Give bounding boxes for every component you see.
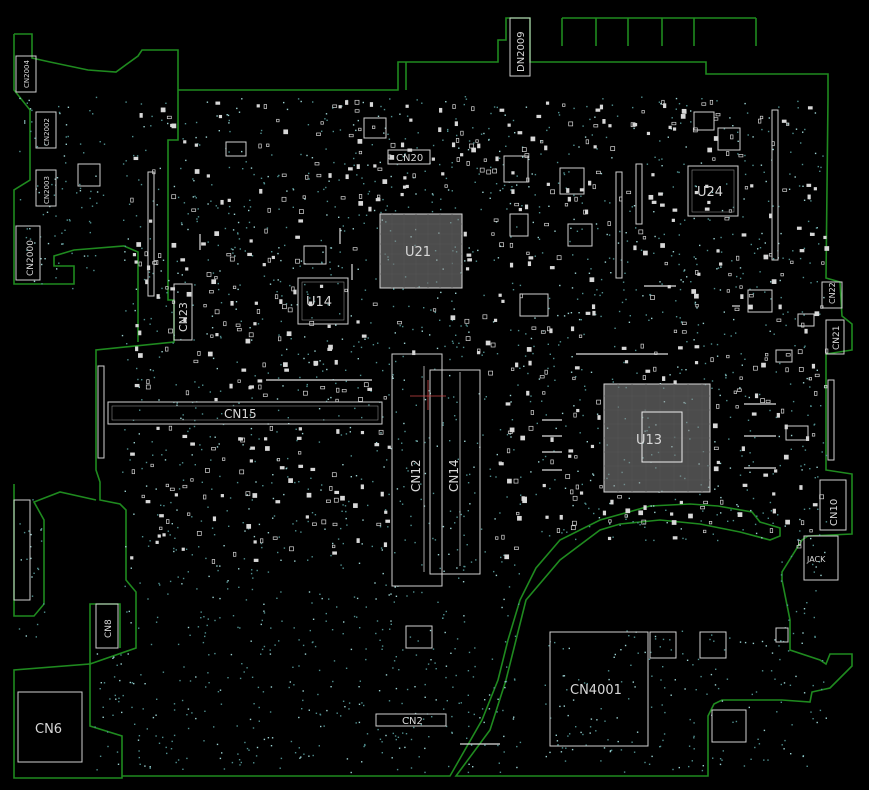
connector-cn2000[interactable]: CN2000 [15,225,41,281]
top-right-edge-outline [405,17,757,90]
cn12-cn14-inner-rails [410,366,461,572]
connector-cn10[interactable]: CN10 [819,479,847,531]
connector-cn8[interactable]: CN8 [95,603,119,649]
connector-cn20[interactable]: CN20 [387,149,431,165]
edge-connector-strips [13,109,835,601]
chip-u13[interactable]: U13 [603,383,711,493]
label-cn12: CN12 [409,459,423,492]
label-cn2: CN2 [402,716,423,727]
connector-dn2009[interactable]: DN2009 [509,17,531,77]
label-cn21: CN21 [832,326,842,350]
chip-u21[interactable]: U21 [379,213,463,289]
label-cn22: CN22 [828,282,837,304]
connector-cn12[interactable]: CN12 [391,353,443,587]
label-cn20: CN20 [396,153,423,164]
label-cn6: CN6 [35,722,62,737]
left-edge-outline [89,90,179,666]
label-u21: U21 [405,245,431,260]
label-cn8: CN8 [104,619,114,638]
label-cn2000: CN2000 [26,240,36,276]
label-u14: U14 [306,295,332,310]
label-cn14: CN14 [447,459,461,492]
label-cn4001: CN4001 [570,683,622,698]
label-cn2003: CN2003 [43,176,51,204]
via-layer [18,96,828,774]
connector-cn23[interactable]: CN23 [173,283,193,341]
connector-jack[interactable]: JACK [803,535,839,581]
label-cn23: CN23 [177,302,190,332]
board-outline [13,17,853,779]
connector-cn2004[interactable]: CN2004 [15,55,37,93]
label-cn2004: CN2004 [23,60,31,88]
main-board-outline [13,17,853,779]
connector-cn6[interactable]: CN6 [17,691,83,763]
connector-cn14[interactable]: CN14 [429,369,481,575]
trace-lines [199,228,776,745]
left-lower-tab-outline [13,484,97,617]
connector-cn2[interactable]: CN2 [375,713,447,727]
label-cn2002: CN2002 [43,118,51,146]
label-jack: JACK [806,555,826,564]
label-cn10: CN10 [829,499,840,526]
label-u24: U24 [697,185,723,200]
left-tab-outline [13,34,139,342]
top-left-tab-outline [14,33,179,90]
connector-cn2002[interactable]: CN2002 [35,111,57,149]
label-dn2009: DN2009 [516,31,527,72]
connector-cn4001[interactable]: CN4001 [549,631,649,747]
connector-cn2003[interactable]: CN2003 [35,169,57,207]
connector-cn22[interactable]: CN22 [821,281,843,309]
connector-cn15[interactable]: CN15 [107,401,383,425]
label-u13: U13 [636,433,662,448]
component-pads [130,99,830,564]
chip-u24[interactable]: U24 [687,165,739,217]
small-ic-group [77,111,815,743]
connector-cn21[interactable]: CN21 [825,319,845,355]
label-cn15: CN15 [224,407,257,421]
chip-u14[interactable]: U14 [297,277,349,325]
